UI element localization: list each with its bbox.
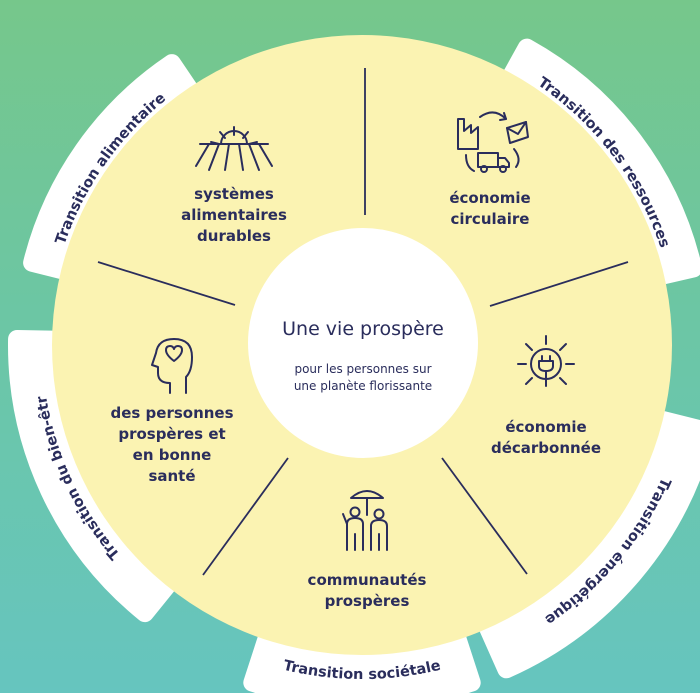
segment-1-label-line: alimentaires — [181, 206, 287, 224]
center-circle — [248, 228, 478, 458]
divider-line — [202, 457, 289, 576]
umbrella-people-icon — [342, 490, 388, 551]
divider-line — [441, 457, 528, 575]
divider-line — [97, 261, 236, 306]
segment-1-label-line: durables — [197, 227, 271, 245]
segment-5-label-line: santé — [148, 467, 195, 485]
segment-1-label-line: systèmes — [194, 185, 274, 203]
segment-5-label-line: en bonne — [133, 446, 212, 464]
center-subtitle-line-2: une planète florissante — [294, 379, 432, 393]
segment-5-label-line: prospères et — [118, 425, 225, 443]
segment-4-label-line: prospères — [325, 592, 410, 610]
segment-2-label-line: économie — [449, 189, 530, 207]
center-subtitle-line-1: pour les personnes sur — [294, 362, 431, 376]
segment-3-label-line: économie — [505, 418, 586, 436]
labels-layer: systèmes alimentaires durables économie circ… — [110, 185, 601, 610]
head-heart-icon — [151, 338, 193, 394]
center-title: Une vie prospère — [282, 318, 444, 340]
sun-field-icon — [195, 126, 273, 171]
circular-economy-icon — [457, 111, 529, 173]
segment-4-label-line: communautés — [308, 571, 427, 589]
sun-plug-icon — [517, 335, 575, 387]
divider-line — [489, 261, 629, 307]
segment-5-label-line: des personnes — [110, 404, 233, 422]
segment-3-label-line: décarbonnée — [491, 439, 601, 457]
segment-2-label-line: circulaire — [451, 210, 530, 228]
